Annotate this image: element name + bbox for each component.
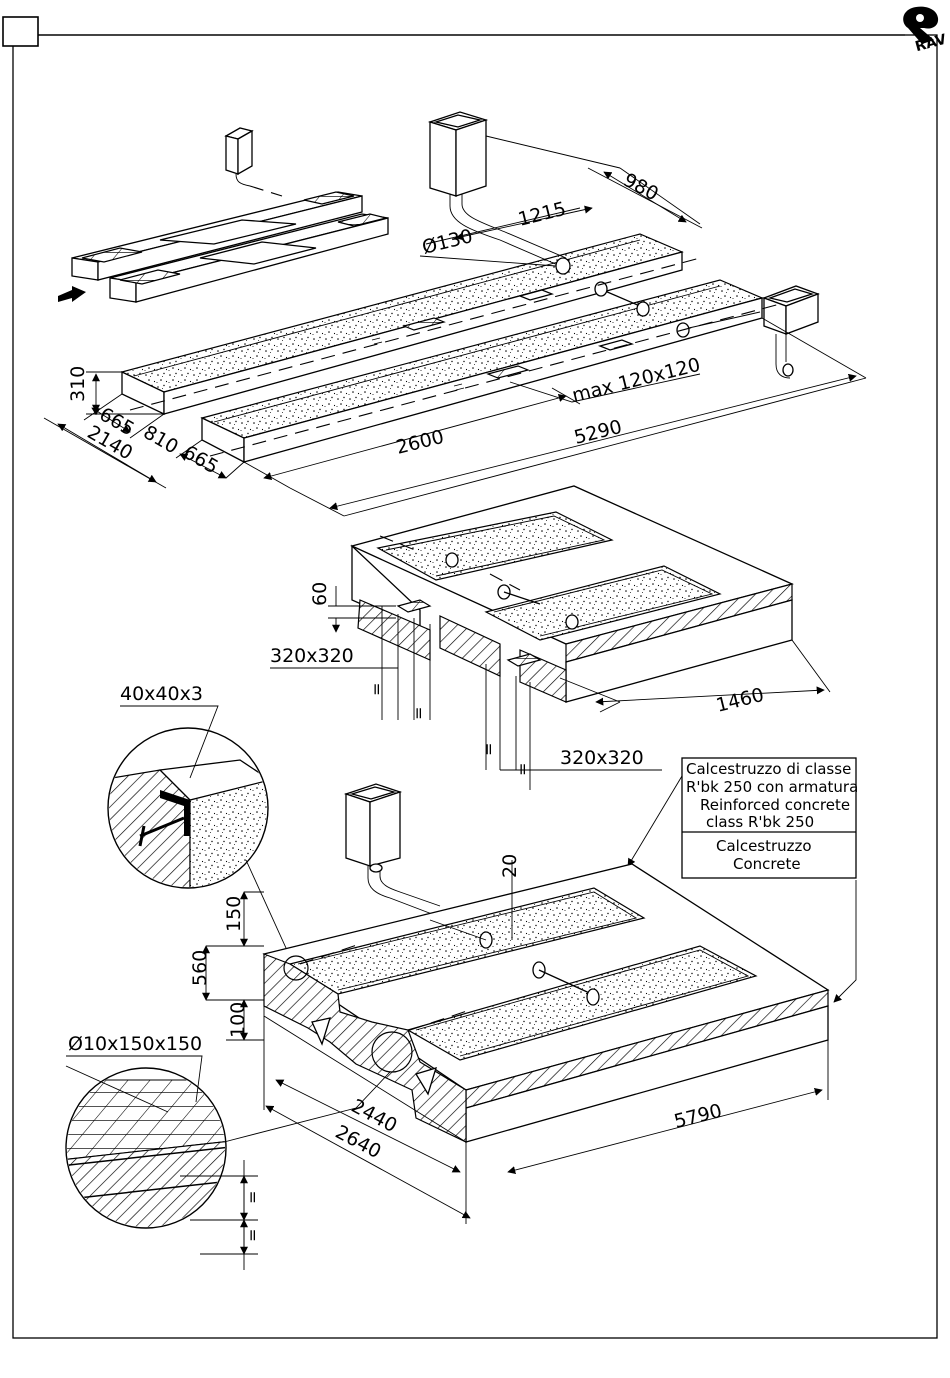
dim-560: 560: [189, 950, 211, 986]
legend-plain-en: Concrete: [733, 855, 801, 873]
dim-310: 310: [67, 366, 89, 402]
dim-60: 60: [309, 582, 331, 606]
control-unit-bottom: [346, 784, 440, 914]
dim-100: 100: [227, 1002, 249, 1038]
legend-reinforced-it-2: R'bk 250 con armatura: [686, 778, 858, 796]
dim-1460: 1460: [714, 684, 766, 717]
control-unit-small: [226, 128, 282, 196]
control-unit-tall: [430, 112, 486, 196]
dim-mesh: Ø10x150x150: [68, 1033, 202, 1055]
dim-20: 20: [499, 854, 521, 878]
eq-mark-1: =: [367, 683, 386, 696]
eq-mark-4: =: [513, 763, 532, 776]
eq-mark-3: =: [479, 743, 498, 756]
dim-130: Ø130: [420, 225, 475, 259]
legend-reinforced-it-1: Calcestruzzo di classe: [686, 760, 851, 778]
dim-150: 150: [223, 896, 245, 932]
power-pack: [764, 286, 818, 378]
mesh-detail: Ø10x150x150 = =: [60, 1033, 390, 1270]
eq-mark-6: =: [243, 1229, 262, 1242]
drive-direction-arrow: [58, 286, 86, 302]
angle-detail: 40x40x3: [100, 683, 296, 970]
middle-assembly: 60 320x320 320x320 1460 = = = =: [270, 486, 830, 790]
eq-mark-2: =: [409, 707, 428, 720]
dim-980: 980: [620, 169, 662, 205]
eq-mark-5: =: [243, 1191, 262, 1204]
corner-box: [3, 17, 38, 46]
brand-logo: RAV: [903, 7, 948, 56]
top-assembly: 980 1215 Ø130 310 665 810 2140 665 2600 …: [44, 112, 866, 516]
legend-reinforced-en-2: class R'bk 250: [706, 813, 814, 831]
dim-1215: 1215: [516, 198, 568, 231]
legend-reinforced-en-1: Reinforced concrete: [700, 796, 850, 814]
dim-angle: 40x40x3: [120, 683, 203, 705]
dim-5790: 5790: [672, 1100, 724, 1133]
dim-plate-a: 320x320: [270, 645, 354, 667]
dim-plate-b: 320x320: [560, 747, 644, 769]
legend-plain-it: Calcestruzzo: [716, 837, 812, 855]
dim-2600: 2600: [394, 426, 446, 459]
